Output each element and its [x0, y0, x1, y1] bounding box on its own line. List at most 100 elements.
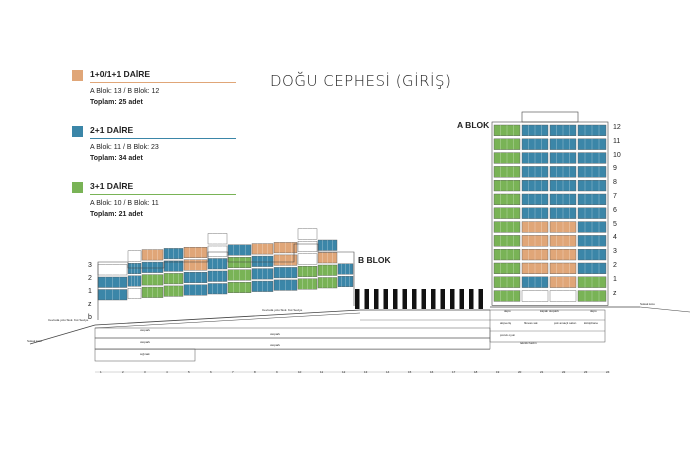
a-floor-number: 2	[613, 262, 617, 269]
grid-number: 21	[540, 370, 544, 374]
ramp-hatch-bar	[478, 289, 483, 309]
a-floor-number: 8	[613, 179, 617, 187]
room-label: teknik hacim	[520, 341, 537, 345]
ground-level-label-left: Cevreda yolu Siok. Kot Seviye	[48, 318, 89, 322]
ramp-hatch-bar	[383, 289, 388, 309]
legend-total: Toplam: 21 adet	[90, 211, 143, 218]
ramp-hatch-bar	[440, 289, 445, 309]
ground-lines	[29, 306, 691, 345]
b-floor-number: 1	[88, 288, 92, 295]
b-floor-number: b	[88, 314, 92, 321]
grid-number: 6	[210, 370, 212, 374]
room-label: depo	[590, 309, 597, 313]
ramp-hatch-bar	[450, 289, 455, 309]
ramp-hatch-bar	[355, 289, 360, 309]
ramp-hatch-bar	[469, 289, 474, 309]
grid-number: 8	[254, 370, 256, 374]
a-floor-number: 9	[613, 165, 617, 173]
grid-number: 7	[232, 370, 234, 374]
grid-number: 4	[166, 370, 168, 374]
legend-underline	[90, 194, 236, 195]
legend-underline	[90, 138, 236, 139]
a-floor-number: 5	[613, 220, 617, 228]
ramp-hatch-bar	[364, 289, 369, 309]
a-blok-building	[491, 111, 609, 306]
room-label: fitness sal.	[524, 321, 539, 325]
ramp-hatch-bar	[421, 289, 426, 309]
grid-number: 13	[364, 370, 368, 374]
ramp-hatch-bar	[374, 289, 379, 309]
grid-number: 10	[298, 370, 302, 374]
legend-total: Toplam: 25 adet	[90, 99, 143, 106]
room-label: alışveriş	[500, 321, 512, 325]
legend-swatch-orange	[72, 70, 83, 81]
otopark-label-2: otopark	[140, 340, 151, 344]
ramp-hatch-bar	[431, 289, 436, 309]
legend-swatch-green	[72, 182, 83, 193]
a-blok-label: A BLOK	[457, 120, 490, 130]
a-blok-roof-structure	[521, 111, 579, 123]
legend-total: Toplam: 34 adet	[90, 155, 143, 162]
b-floor-number: z	[88, 301, 92, 308]
siginak-label: sığınak	[140, 352, 150, 356]
page-title: DOĞU CEPHESİ (GİRİŞ)	[270, 72, 452, 90]
grid-number: 12	[342, 370, 346, 374]
legend-label: 2+1 DAİRE	[90, 125, 134, 135]
parking-ramp-hatch	[355, 289, 483, 309]
street-level-right: Sokak kotu	[640, 302, 655, 306]
a-floor-number: 11	[613, 137, 621, 145]
otopark-label: otopark	[140, 328, 151, 332]
grid-number: 17	[452, 370, 456, 374]
a-floor-number: 10	[613, 151, 621, 159]
grid-number: 14	[386, 370, 390, 374]
grid-number: 20	[518, 370, 522, 374]
legend-underline	[90, 82, 236, 83]
ramp-hatch-bar	[459, 289, 464, 309]
b-blok-building	[97, 228, 355, 320]
a-floor-number: 1	[613, 275, 617, 283]
legend-label: 1+0/1+1 DAİRE	[90, 69, 151, 79]
basement-section	[94, 309, 606, 362]
a-floor-number: 7	[613, 193, 617, 200]
room-label: kapalı otopark	[540, 309, 559, 313]
legend-detail: A Blok: 10 / B Blok: 11	[90, 200, 159, 207]
legend-detail: A Blok: 11 / B Blok: 23	[90, 144, 159, 151]
grid-number: 2	[122, 370, 124, 374]
grid-number: 18	[474, 370, 478, 374]
grid-number: 3	[144, 370, 146, 374]
legend-detail: A Blok: 13 / B Blok: 12	[90, 88, 160, 95]
ramp-hatch-bar	[393, 289, 398, 309]
grid-number: 11	[320, 370, 324, 374]
ramp-hatch-bar	[412, 289, 417, 309]
legend-label: 3+1 DAİRE	[90, 181, 134, 191]
grid-number: 5	[188, 370, 190, 374]
a-floor-number: 3	[613, 248, 617, 256]
b-floor-number: 3	[88, 262, 92, 269]
legend-swatch-blue	[72, 126, 83, 137]
otopark-label-4: otopark	[270, 343, 281, 347]
otopark-label-3: otopark	[270, 332, 281, 336]
grid-number: 1	[100, 370, 102, 374]
b-blok-outline	[97, 243, 355, 320]
room-label: kütüphane	[584, 321, 599, 325]
street-level-left: Sokak kotu	[27, 339, 42, 343]
room-label: çok amaçlı salon	[554, 321, 577, 325]
a-floor-number: 12	[613, 124, 621, 131]
grid-number: 23	[584, 370, 588, 374]
a-floor-number: 6	[613, 206, 617, 214]
grid-number: 19	[496, 370, 500, 374]
a-floor-number: z	[613, 289, 617, 297]
room-label: depo	[504, 309, 511, 313]
ground-level-label-mid: Cevreda yolu Siok. Kot Seviye	[262, 308, 303, 312]
grid-number: 9	[276, 370, 278, 374]
b-blok-label: B BLOK	[358, 255, 391, 265]
b-floor-number: 2	[88, 275, 92, 282]
room-label: çocuk oyun	[500, 333, 516, 337]
grid-number: 15	[408, 370, 412, 374]
a-floor-number: 4	[613, 234, 617, 242]
grid-number: 16	[430, 370, 434, 374]
grid-number: 22	[562, 370, 566, 374]
ramp-hatch-bar	[402, 289, 407, 309]
grid-number: 24	[606, 370, 610, 374]
